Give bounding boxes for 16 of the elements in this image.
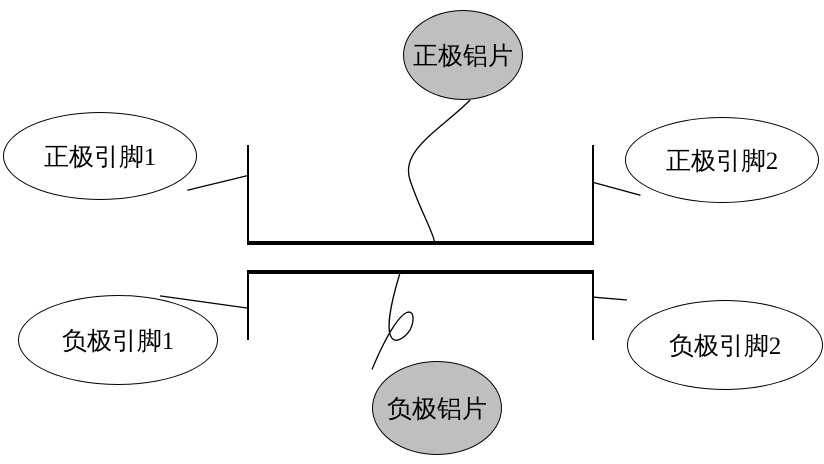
leader-line: [187, 175, 248, 191]
foil-ellipse: 正极铝片: [403, 10, 523, 100]
callout-ellipse: 正极引脚2: [625, 117, 819, 203]
pin-line: [247, 272, 249, 340]
leader-line: [371, 274, 414, 370]
leader-line: [594, 296, 628, 301]
callout-ellipse: 正极引脚1: [3, 112, 197, 200]
leader-line: [408, 100, 471, 242]
leader-line: [594, 182, 641, 196]
pin-line: [247, 145, 249, 244]
callout-ellipse: 负极引脚2: [627, 300, 823, 390]
foil-ellipse: 负极铝片: [372, 361, 502, 455]
callout-ellipse: 负极引脚1: [18, 295, 218, 385]
pin-line: [592, 145, 594, 244]
pin-line: [592, 272, 594, 340]
leader-line: [160, 295, 248, 309]
